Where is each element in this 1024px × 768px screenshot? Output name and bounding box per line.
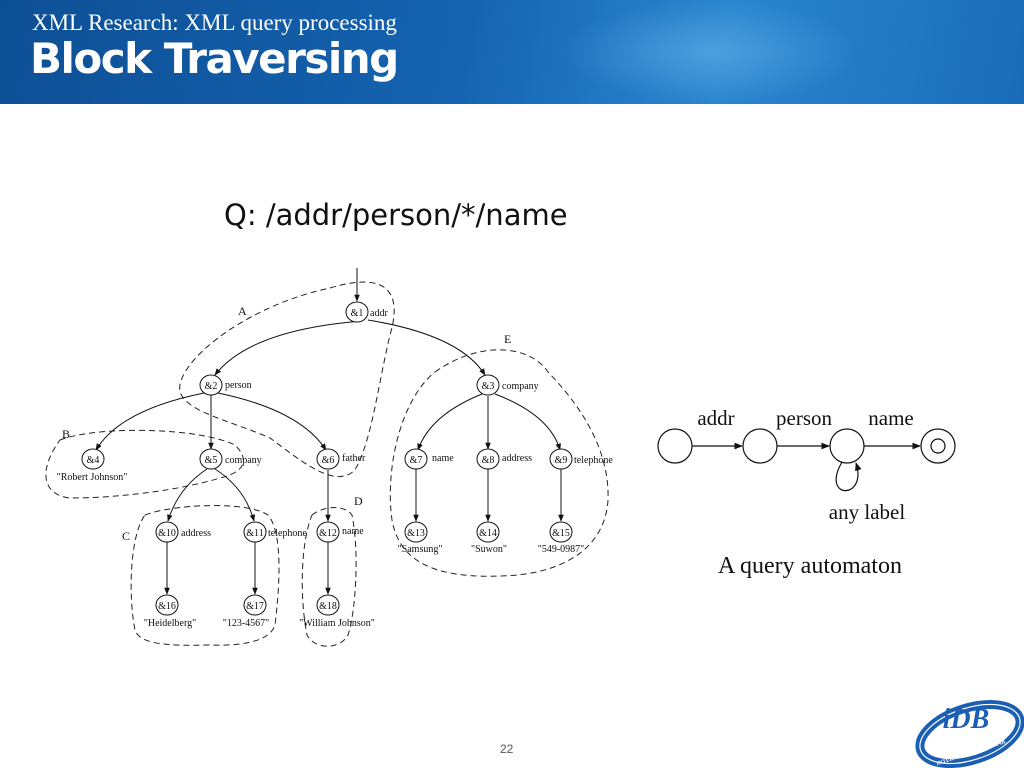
automaton-label-addr: addr xyxy=(697,406,734,430)
automaton-label-name: name xyxy=(868,406,913,430)
node-id-16: &16 xyxy=(158,601,176,612)
node-label-1: addr xyxy=(370,308,388,319)
tree-node-7 xyxy=(404,448,428,470)
leaf-value-13: "Samsung" xyxy=(398,544,443,555)
edge-5-11 xyxy=(214,468,256,522)
slide-subtitle: XML Research: XML query processing xyxy=(32,10,397,35)
node-id-12: &12 xyxy=(319,528,337,539)
node-label-6: father xyxy=(342,453,366,464)
node-id-9: &9 xyxy=(555,455,568,466)
edge-3-7 xyxy=(417,393,483,451)
leaf-value-17: "123-4567" xyxy=(223,618,270,629)
tree-node-6 xyxy=(316,448,340,470)
tree-node-13 xyxy=(404,521,428,543)
title-banner: XML Research: XML query processing Block… xyxy=(0,0,1024,104)
node-id-18: &18 xyxy=(319,601,337,612)
tree-node-11 xyxy=(243,521,267,543)
node-label-11: telephone xyxy=(268,528,307,539)
tree-node-2 xyxy=(199,374,223,396)
edge-2-4 xyxy=(95,392,205,451)
slide-title: Block Traversing xyxy=(30,34,399,83)
node-label-10: address xyxy=(181,528,211,539)
node-id-3: &3 xyxy=(482,381,495,392)
automaton-label-person: person xyxy=(776,406,832,430)
automaton-state-start xyxy=(657,428,693,464)
edge-1-3 xyxy=(367,319,486,376)
edge-3-9 xyxy=(494,393,561,451)
tree-node-12 xyxy=(316,521,340,543)
tree-node-14 xyxy=(476,521,500,543)
logo-ring-highlight xyxy=(919,703,1021,765)
query-expression: Q: /addr/person/*/name xyxy=(224,198,568,232)
block-d-region xyxy=(301,507,357,647)
edge-5-10 xyxy=(167,468,208,522)
automaton-final-inner xyxy=(930,438,946,454)
logo-text: iDB xyxy=(943,704,990,735)
block-c-region xyxy=(130,505,280,646)
node-label-7: name xyxy=(432,453,454,464)
node-id-11: &11 xyxy=(246,528,263,539)
node-id-4: &4 xyxy=(87,455,100,466)
tree-node-1 xyxy=(345,301,369,323)
automaton-caption: A query automaton xyxy=(718,553,902,579)
block-label-a: A xyxy=(238,304,247,318)
automaton-self-loop xyxy=(835,461,862,492)
leaf-value-15: "549-0987" xyxy=(538,544,585,555)
tree-node-16 xyxy=(155,594,179,616)
node-label-9: telephone xyxy=(574,455,613,466)
block-label-d: D xyxy=(354,494,363,508)
node-id-8: &8 xyxy=(482,455,495,466)
tree-node-15 xyxy=(549,521,573,543)
tree-node-17 xyxy=(243,594,267,616)
node-id-5: &5 xyxy=(205,455,218,466)
node-label-8: address xyxy=(502,453,532,464)
block-label-e: E xyxy=(504,332,511,346)
edge-2-6 xyxy=(217,392,327,451)
node-id-1: &1 xyxy=(351,308,364,319)
node-id-13: &13 xyxy=(407,528,425,539)
tree-node-4 xyxy=(81,448,105,470)
edge-1-2 xyxy=(214,320,363,376)
node-label-5: company xyxy=(225,455,262,466)
tree-node-18 xyxy=(316,594,340,616)
idb-logo: iDB INTERNET DATABASE LAB. xyxy=(915,700,1024,768)
block-label-c: C xyxy=(122,529,130,543)
node-id-7: &7 xyxy=(410,455,423,466)
tree-node-8 xyxy=(476,448,500,470)
node-label-3: company xyxy=(502,381,539,392)
node-id-15: &15 xyxy=(552,528,570,539)
automaton-loop-label: any label xyxy=(829,500,906,524)
block-b-region xyxy=(45,429,244,499)
node-id-6: &6 xyxy=(322,455,335,466)
block-label-b: B xyxy=(62,427,70,441)
leaf-value-4: "Robert Johnson" xyxy=(57,472,128,483)
automaton-state-final xyxy=(920,428,956,464)
node-id-10: &10 xyxy=(158,528,176,539)
automaton-state-person xyxy=(742,428,778,464)
node-id-2: &2 xyxy=(205,381,218,392)
node-label-12: name xyxy=(342,526,364,537)
node-label-2: person xyxy=(225,380,252,391)
tree-node-10 xyxy=(155,521,179,543)
automaton-state-any xyxy=(829,428,865,464)
tree-node-3 xyxy=(476,374,500,396)
leaf-value-16: "Heidelberg" xyxy=(144,618,196,629)
node-id-14: &14 xyxy=(479,528,497,539)
block-e-region xyxy=(389,349,609,577)
leaf-value-14: "Suwon" xyxy=(471,544,507,555)
tree-node-9 xyxy=(549,448,573,470)
page-number: 22 xyxy=(500,742,514,756)
block-a-region xyxy=(179,281,395,477)
banner-glow xyxy=(560,0,860,104)
node-id-17: &17 xyxy=(246,601,264,612)
leaf-value-18: "William Johnson" xyxy=(299,618,375,629)
tree-node-5 xyxy=(199,448,223,470)
